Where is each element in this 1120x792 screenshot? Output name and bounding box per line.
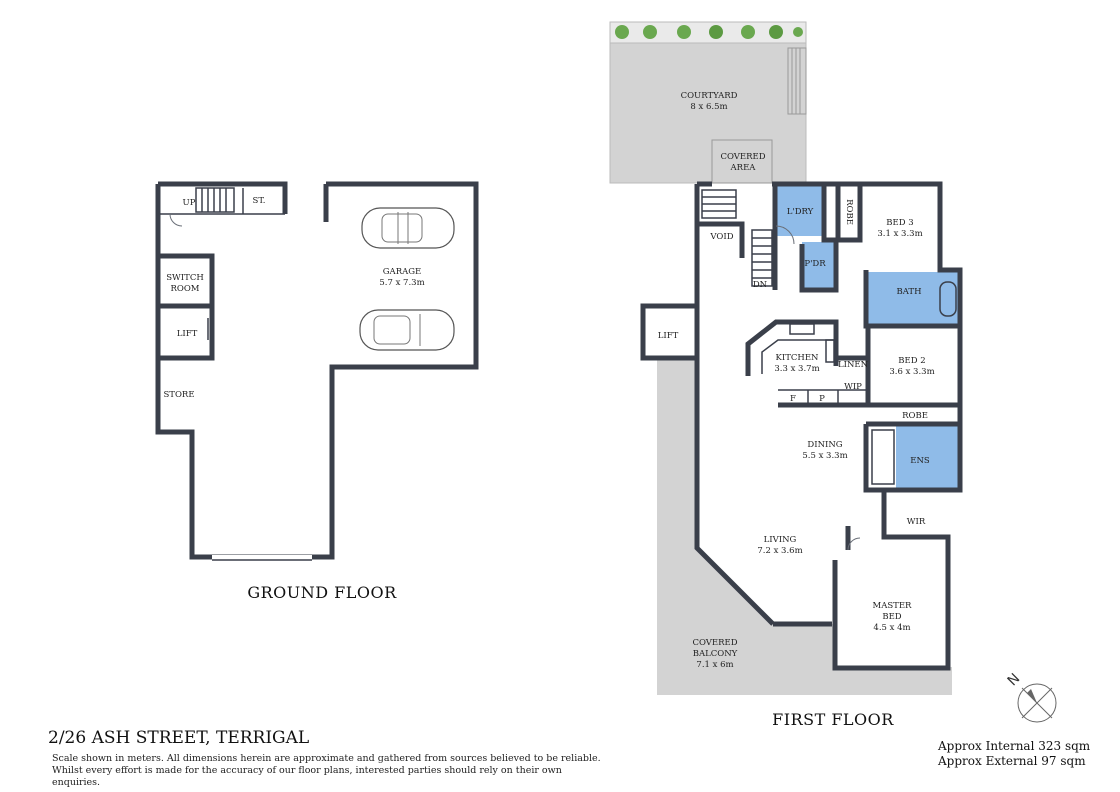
kitchen-bench-wall [745, 319, 839, 376]
car-bottom-icon [359, 309, 455, 351]
label-bed-2: BED 2 [898, 356, 925, 366]
label-bed-3: BED 3 [886, 218, 913, 228]
courtyard-steps [787, 47, 807, 115]
label-lift-first: LIFT [658, 331, 679, 341]
label-bed-2-dim: 3.6 x 3.3m [889, 367, 934, 377]
label-pantry: P [819, 394, 825, 404]
kitchen-island [761, 339, 834, 374]
label-dining-dim: 5.5 x 3.3m [802, 451, 847, 461]
west-wall [694, 184, 775, 626]
label-dining: DINING [807, 440, 842, 450]
ground-stair [195, 187, 235, 213]
label-living-dim: 7.2 x 3.6m [757, 546, 802, 556]
cooktop-icon [789, 323, 815, 335]
label-kitchen-dim: 3.3 x 3.7m [774, 364, 819, 374]
label-linen: LINEN [838, 360, 869, 370]
label-switch-room-2: ROOM [170, 284, 199, 294]
label-robe-3: ROBE [844, 199, 854, 225]
label-up: UP [183, 198, 196, 208]
powder-wet-area [802, 242, 836, 288]
ens-wall [863, 424, 884, 493]
compass-n-label: N [1005, 671, 1024, 690]
external-area: Approx External 97 sqm [938, 754, 1086, 768]
first-floor-title: FIRST FLOOR [772, 710, 894, 729]
first-stair [701, 189, 773, 287]
label-garage-dim: 5.7 x 7.3m [379, 278, 424, 288]
robe3-box [838, 184, 863, 243]
label-kitchen: KITCHEN [776, 353, 819, 363]
bathtub-icon [939, 281, 957, 317]
powder-wall [799, 184, 839, 293]
label-balcony-2: BALCONY [693, 649, 738, 659]
ground-floor-plan: UP ST. SWITCH ROOM LIFT STORE GARAGE 5.7… [155, 181, 479, 602]
void-wall [697, 221, 745, 258]
property-address: 2/26 ASH STREET, TERRIGAL [48, 728, 310, 748]
label-powder: P'DR [804, 259, 826, 269]
label-lift-ground: LIFT [177, 329, 198, 339]
label-store: STORE [163, 390, 194, 400]
label-balcony-1: COVERED [692, 638, 737, 648]
ground-floor-title: GROUND FLOOR [247, 583, 397, 602]
courtyard-area [609, 42, 807, 184]
covered-area [711, 139, 773, 184]
car-top-icon [361, 207, 455, 249]
laundry-door-swing [775, 225, 795, 245]
lift-wall [640, 303, 697, 361]
master-door-swing [847, 537, 861, 551]
label-courtyard: COURTYARD [681, 91, 738, 101]
label-robe-2: ROBE [902, 411, 928, 421]
label-covered-area-2: AREA [730, 163, 757, 173]
label-master-1: MASTER [873, 601, 913, 611]
label-st: ST. [253, 196, 266, 206]
planter-icons [609, 21, 807, 44]
label-void: VOID [709, 232, 733, 242]
label-dn: DN [753, 280, 768, 290]
label-living: LIVING [764, 535, 797, 545]
covered-balcony-area [657, 358, 952, 695]
door-swing [169, 213, 183, 227]
ground-top-wall [158, 181, 288, 214]
label-bed-3-dim: 3.1 x 3.3m [877, 229, 922, 239]
label-covered-area-1: COVERED [720, 152, 765, 162]
disclaimer-line-2: Whilst every effort is made for the accu… [52, 765, 562, 788]
sink-icon [825, 339, 835, 363]
label-laundry: L'DRY [787, 207, 814, 217]
disclaimer: Scale shown in meters. All dimensions he… [52, 753, 612, 789]
label-master-2: BED [882, 612, 901, 622]
label-fridge: F [790, 394, 796, 404]
first-floor-plan: COURTYARD 8 x 6.5m COVERED AREA VOID DN … [609, 21, 963, 729]
internal-area: Approx Internal 323 sqm [938, 739, 1091, 753]
label-balcony-dim: 7.1 x 6m [696, 660, 733, 670]
shower-icon [871, 429, 895, 485]
label-garage: GARAGE [383, 267, 421, 277]
disclaimer-line-1: Scale shown in meters. All dimensions he… [52, 753, 601, 764]
ensuite-wet-area [896, 426, 958, 490]
label-bath: BATH [896, 287, 921, 297]
ground-outer-wall [155, 181, 479, 560]
label-wip: WIP [844, 382, 862, 392]
label-ensuite: ENS [910, 456, 930, 466]
label-wir: WIR [907, 517, 926, 527]
label-master-dim: 4.5 x 4m [873, 623, 910, 633]
label-courtyard-dim: 8 x 6.5m [690, 102, 727, 112]
compass-icon: N [1005, 671, 1057, 723]
label-switch-room-1: SWITCH [166, 273, 204, 283]
area-summary: Approx Internal 323 sqm Approx External … [938, 739, 1090, 769]
